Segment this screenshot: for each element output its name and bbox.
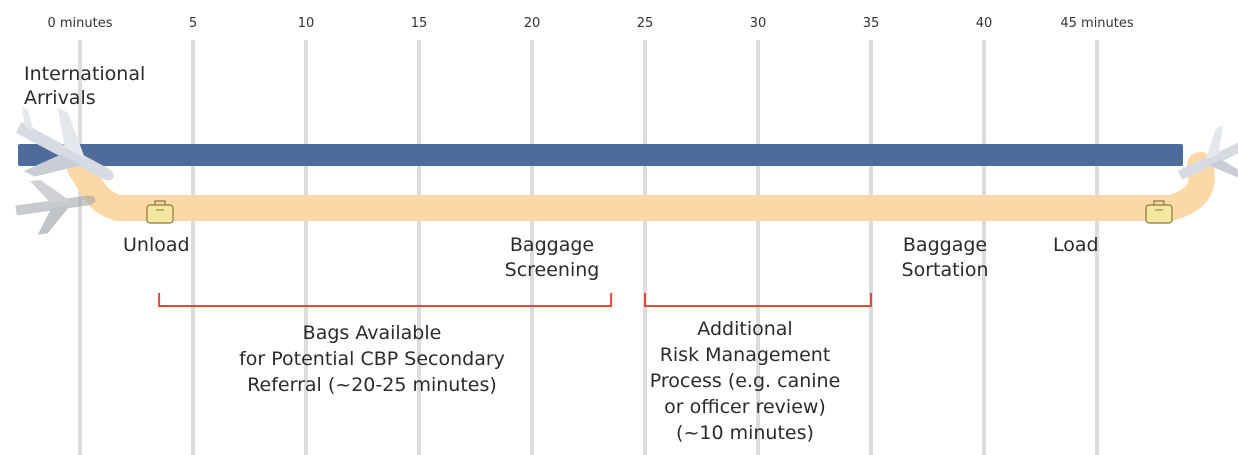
- airplane-icon: [1177, 125, 1238, 180]
- tick-label-25: 25: [636, 16, 654, 31]
- secondary-referral-text: Bags Available for Potential CBP Seconda…: [239, 322, 505, 396]
- flight-label: International Arrivals: [24, 63, 146, 109]
- bracket-secondary-referral: [158, 293, 613, 307]
- stage-unload-label: Unload: [123, 234, 190, 256]
- flight-bar: [18, 144, 1183, 166]
- stage-sortation-label: Baggage Sortation: [901, 234, 989, 281]
- gridlines: [78, 40, 1099, 455]
- tick-label-0: 0 minutes: [47, 16, 113, 31]
- airplane-icon: [15, 106, 114, 181]
- suitcase-icon: [1145, 200, 1173, 224]
- airplane-icon: [15, 179, 96, 235]
- stage-screening-label: Baggage Screening: [504, 234, 600, 281]
- bracket-risk-management: [644, 293, 872, 307]
- tick-label-30: 30: [749, 16, 767, 31]
- tick-label-10: 10: [297, 16, 315, 31]
- tick-label-5: 5: [188, 16, 198, 31]
- tick-label-45: 45 minutes: [1060, 16, 1134, 31]
- tick-label-35: 35: [862, 16, 880, 31]
- risk-management-text: Additional Risk Management Process (e.g.…: [649, 318, 841, 444]
- tick-label-40: 40: [975, 16, 993, 31]
- stage-load-label: Load: [1053, 234, 1099, 256]
- tick-label-15: 15: [410, 16, 428, 31]
- tick-label-20: 20: [523, 16, 541, 31]
- suitcase-icon: [146, 200, 174, 224]
- baggage-flow-band: [67, 152, 1215, 221]
